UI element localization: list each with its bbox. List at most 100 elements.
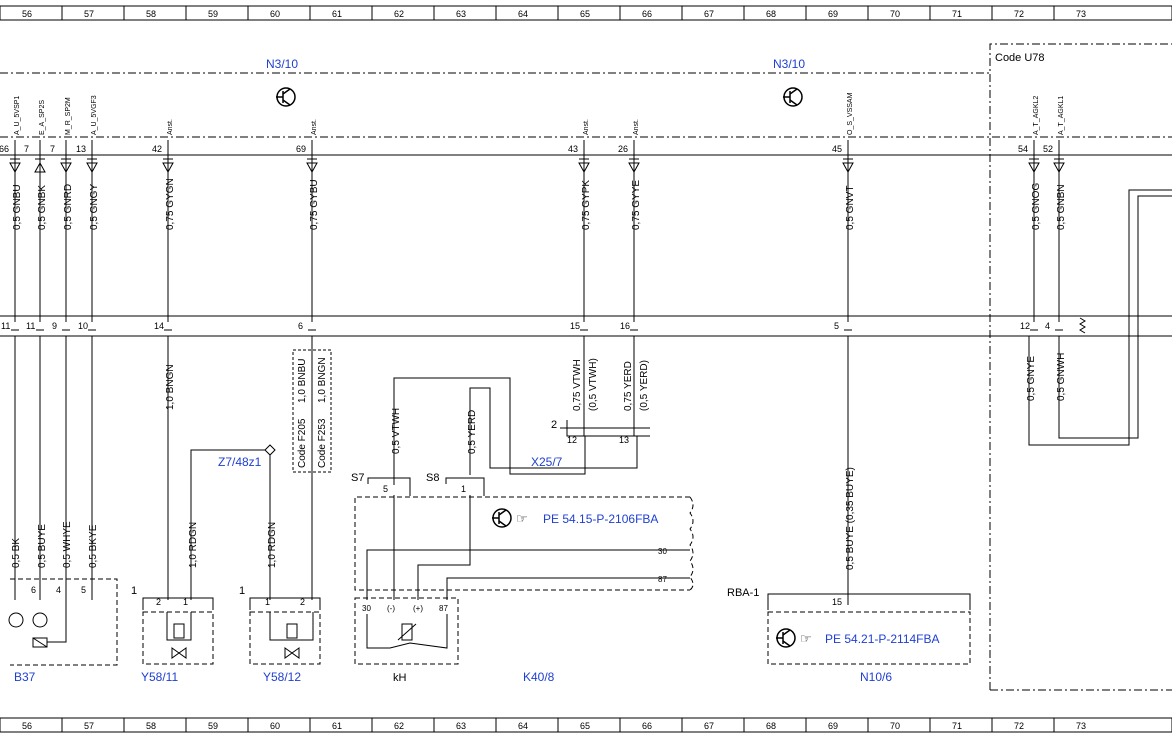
ruler-number: 66 — [642, 721, 652, 731]
ruler-number: 67 — [704, 721, 714, 731]
ruler-number: 71 — [952, 9, 962, 19]
s7-pin: 5 — [383, 484, 388, 494]
wire-label: 0,5 GNGY — [89, 184, 100, 230]
ruler-number: 61 — [332, 9, 342, 19]
pin-number: 66 — [0, 144, 9, 154]
ruler-number: 57 — [84, 721, 94, 731]
code-bngn: 1,0 BNGN — [317, 357, 328, 403]
wire-label: 0,5 GNBN — [1056, 184, 1067, 230]
s8-label: S8 — [426, 472, 439, 484]
pin-number: 69 — [296, 144, 306, 154]
y58-11-label: Y58/11 — [141, 670, 178, 684]
code-f253: Code F253 — [317, 418, 328, 468]
y58-12-one: 1 — [239, 585, 245, 597]
ruler-number: 65 — [580, 721, 590, 731]
pin-number: 7 — [24, 144, 29, 154]
ruler-number: 60 — [270, 9, 280, 19]
y58-11-one: 1 — [131, 585, 137, 597]
ruler-number: 72 — [1014, 9, 1024, 19]
arrow-icon — [306, 162, 318, 174]
b37-pin5: 5 — [81, 585, 86, 595]
wire-label: 0,75 GYYE — [631, 180, 642, 230]
lower-wire-labels: 0,5 BK 0,5 BUYE 0,5 WHYE 0,5 BKYE 1,0 BN… — [11, 353, 1067, 570]
hand-pointer-icon: ☞ — [516, 511, 528, 526]
arrow-icon — [34, 161, 46, 173]
reference-link-1[interactable]: PE 54.15-P-2106FBA — [543, 512, 658, 526]
ruler-number: 63 — [456, 721, 466, 731]
wire-label: 0,5 YERD — [467, 410, 478, 454]
code-f205: Code F205 — [297, 418, 308, 468]
s8-switch: S8 1 — [426, 472, 485, 496]
wire-label: 0,75 YERD — [623, 361, 634, 411]
module-label-n3-10-right: N3/10 — [773, 57, 805, 71]
ruler-number: 70 — [890, 9, 900, 19]
pin-number: 52 — [1043, 144, 1053, 154]
arrow-icon — [9, 162, 21, 174]
pin-number: 15 — [570, 321, 580, 331]
x25-connector: 2 12 13 X25/7 — [531, 419, 650, 469]
s7-label: S7 — [351, 472, 364, 484]
wire-label: 0,5 GNRD — [63, 184, 74, 230]
ruler-number: 62 — [394, 721, 404, 731]
wire-label: 0,5 GNYE — [1026, 356, 1037, 401]
module-label-n3-10-left: N3/10 — [266, 57, 298, 71]
signal-label: Anst. — [311, 119, 318, 135]
relay-pin-87: 87 — [439, 604, 448, 613]
pin-number: 13 — [76, 144, 86, 154]
wire-label: 0,75 GYPK — [581, 180, 592, 230]
ruler-number: 57 — [84, 9, 94, 19]
code-box: Code F205 1,0 BNBU Code F253 1,0 BNGN — [292, 349, 332, 473]
signal-label: Anst. — [633, 119, 640, 135]
arrow-icon — [1053, 162, 1065, 174]
rba-label: RBA-1 — [727, 587, 759, 599]
signal-label: A_U_5VGF3 — [91, 95, 98, 135]
n10-box: RBA-1 15 N10/6 — [727, 587, 971, 684]
pin-number: 6 — [298, 321, 303, 331]
b37-pin4: 4 — [56, 585, 61, 595]
pin-number: 10 — [78, 321, 88, 331]
ruler-number: 72 — [1014, 721, 1024, 731]
signal-label: O_S_VSSAM — [847, 92, 854, 135]
signal-label: Anst. — [167, 119, 174, 135]
wire-label: 0,75 GYBU — [309, 179, 320, 230]
ruler-number: 68 — [766, 9, 776, 19]
splice-icon — [264, 444, 276, 456]
arrow-icon — [1028, 162, 1040, 174]
arrow-icon — [162, 162, 174, 174]
x25-label: X25/7 — [531, 455, 563, 469]
b37-pin6: 6 — [31, 585, 36, 595]
arrow-icon — [578, 162, 590, 174]
relay-box: 30 (-) (+) 87 kH — [354, 597, 459, 684]
ruler-number: 60 — [270, 721, 280, 731]
pin-number: 26 — [618, 144, 628, 154]
ruler-number: 71 — [952, 721, 962, 731]
pin-number: 43 — [568, 144, 578, 154]
pin-87-label: 87 — [658, 575, 667, 584]
ruler-number: 62 — [394, 9, 404, 19]
ruler-number: 70 — [890, 721, 900, 731]
ruler-number: 56 — [22, 721, 32, 731]
x25-pin2: 2 — [551, 419, 557, 431]
ruler-number: 56 — [22, 9, 32, 19]
transistor-icon — [783, 87, 803, 107]
ruler-number: 63 — [456, 9, 466, 19]
arrow-icon — [842, 162, 854, 174]
pin-number: 45 — [832, 144, 842, 154]
relay-pin-plus: (+) — [413, 604, 423, 613]
y58-11-box: 1 2 1 Y58/11 — [131, 585, 214, 684]
hand-pointer-icon: ☞ — [800, 631, 812, 646]
wire-label: (0,5 YERD) — [639, 360, 650, 411]
y58-12-pin2: 2 — [300, 597, 305, 607]
arrow-icon — [86, 162, 98, 174]
pin-number: 42 — [152, 144, 162, 154]
signal-label: A_T_AGKL2 — [1033, 96, 1040, 135]
reference-link-2[interactable]: PE 54.21-P-2114FBA — [825, 632, 940, 646]
pin-number: 7 — [50, 144, 55, 154]
wire-label: 0,5 BKYE — [88, 524, 99, 568]
n10-label: N10/6 — [860, 670, 892, 684]
ruler-number: 65 — [580, 9, 590, 19]
